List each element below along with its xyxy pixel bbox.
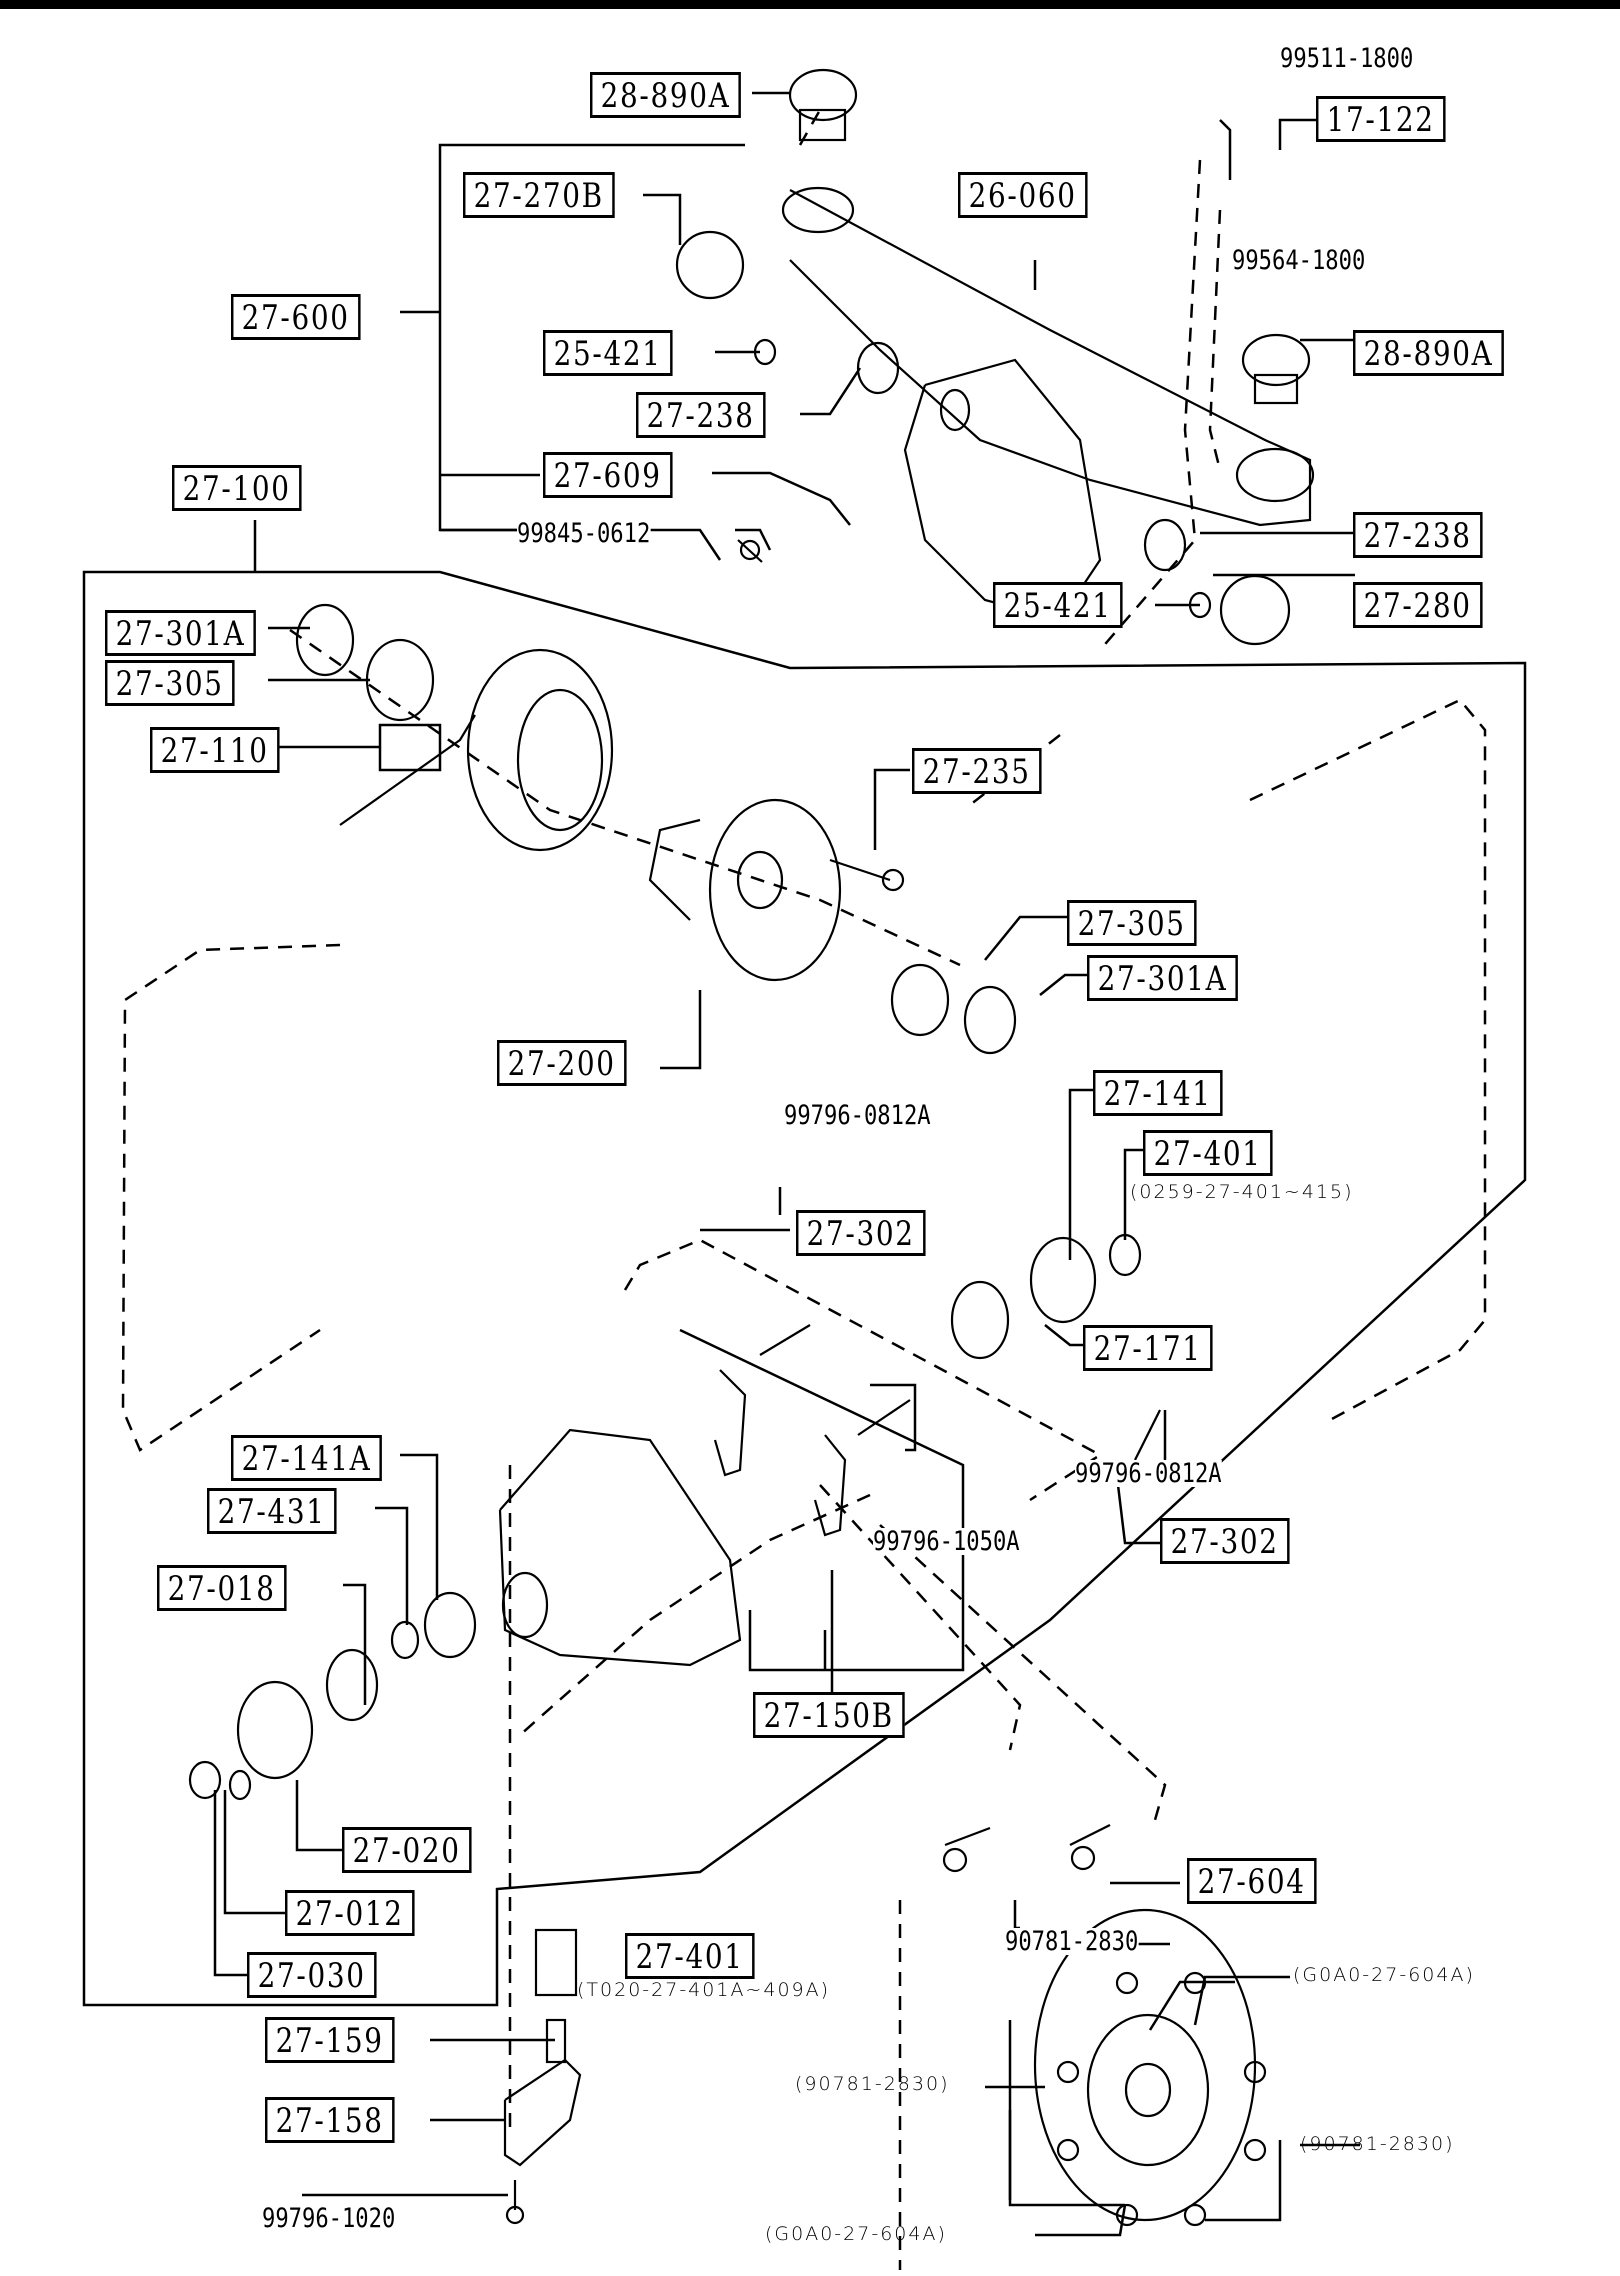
- part-label-27-270B[interactable]: 27-270B: [463, 172, 615, 218]
- part-label-28-890A-right[interactable]: 28-890A: [1353, 330, 1505, 376]
- part-label-27-238-upper[interactable]: 27-238: [636, 392, 766, 438]
- part-shapes: [188, 68, 1315, 2227]
- part-number-99796-1050A[interactable]: 99796-1050A: [873, 1526, 1020, 1557]
- note-90781-2830-right: (90781-2830): [1300, 2133, 1455, 2155]
- part-label-27-110[interactable]: 27-110: [150, 727, 280, 773]
- part-number-99796-0812A-upper[interactable]: 99796-0812A: [784, 1100, 931, 1131]
- part-label-26-060[interactable]: 26-060: [958, 172, 1088, 218]
- part-label-17-122[interactable]: 17-122: [1316, 96, 1446, 142]
- part-label-27-150B[interactable]: 27-150B: [753, 1692, 905, 1738]
- part-label-27-141[interactable]: 27-141: [1093, 1070, 1223, 1116]
- top-border-bar: [0, 0, 1620, 9]
- note-0259-27-401-415: (0259-27-401~415): [1130, 1181, 1354, 1203]
- part-label-27-305-right[interactable]: 27-305: [1067, 900, 1197, 946]
- part-label-28-890A-top[interactable]: 28-890A: [590, 72, 742, 118]
- part-label-27-401-lower[interactable]: 27-401: [625, 1933, 755, 1979]
- part-label-27-012[interactable]: 27-012: [285, 1890, 415, 1936]
- part-label-25-421-lower[interactable]: 25-421: [993, 582, 1123, 628]
- part-label-27-609[interactable]: 27-609: [543, 452, 673, 498]
- part-label-27-431[interactable]: 27-431: [207, 1488, 337, 1534]
- part-label-27-158[interactable]: 27-158: [265, 2097, 395, 2143]
- part-label-27-171[interactable]: 27-171: [1083, 1325, 1213, 1371]
- part-label-25-421-upper[interactable]: 25-421: [543, 330, 673, 376]
- note-g0a0-27-604a-bottom: (G0A0-27-604A): [765, 2223, 947, 2245]
- part-label-27-302-lower[interactable]: 27-302: [1160, 1518, 1290, 1564]
- part-label-27-235[interactable]: 27-235: [912, 748, 1042, 794]
- part-number-99796-1020[interactable]: 99796-1020: [262, 2203, 396, 2234]
- part-label-27-030[interactable]: 27-030: [247, 1952, 377, 1998]
- cover-leader-lines: [985, 1975, 1360, 2237]
- part-label-27-100[interactable]: 27-100: [172, 465, 302, 511]
- part-label-27-302-upper[interactable]: 27-302: [796, 1210, 926, 1256]
- part-label-27-305-upper[interactable]: 27-305: [105, 660, 235, 706]
- part-label-27-301A-upper[interactable]: 27-301A: [105, 610, 257, 656]
- part-label-27-238-lower[interactable]: 27-238: [1353, 512, 1483, 558]
- part-number-99511-1800[interactable]: 99511-1800: [1280, 43, 1414, 74]
- part-label-27-280[interactable]: 27-280: [1353, 582, 1483, 628]
- part-label-27-159[interactable]: 27-159: [265, 2017, 395, 2063]
- part-label-27-141A[interactable]: 27-141A: [231, 1435, 383, 1481]
- note-90781-2830-left: (90781-2830): [795, 2073, 950, 2095]
- part-label-27-401-upper[interactable]: 27-401: [1143, 1130, 1273, 1176]
- part-label-27-604[interactable]: 27-604: [1187, 1858, 1317, 1904]
- part-number-90781-2830[interactable]: 90781-2830: [1005, 1926, 1139, 1957]
- part-label-27-301A-right[interactable]: 27-301A: [1087, 955, 1239, 1001]
- part-label-27-600[interactable]: 27-600: [231, 294, 361, 340]
- group-frame-27-100: [82, 520, 1527, 2007]
- note-t020-27-401a-409a: (T020-27-401A~409A): [577, 1979, 831, 2001]
- part-label-27-020[interactable]: 27-020: [342, 1827, 472, 1873]
- part-number-99564-1800[interactable]: 99564-1800: [1232, 245, 1366, 276]
- part-number-99845-0612[interactable]: 99845-0612: [517, 518, 651, 549]
- part-number-99796-0812A-lower[interactable]: 99796-0812A: [1075, 1458, 1222, 1489]
- note-g0a0-27-604a-top: (G0A0-27-604A): [1293, 1964, 1475, 1986]
- part-label-27-200[interactable]: 27-200: [497, 1040, 627, 1086]
- part-label-27-018[interactable]: 27-018: [157, 1565, 287, 1611]
